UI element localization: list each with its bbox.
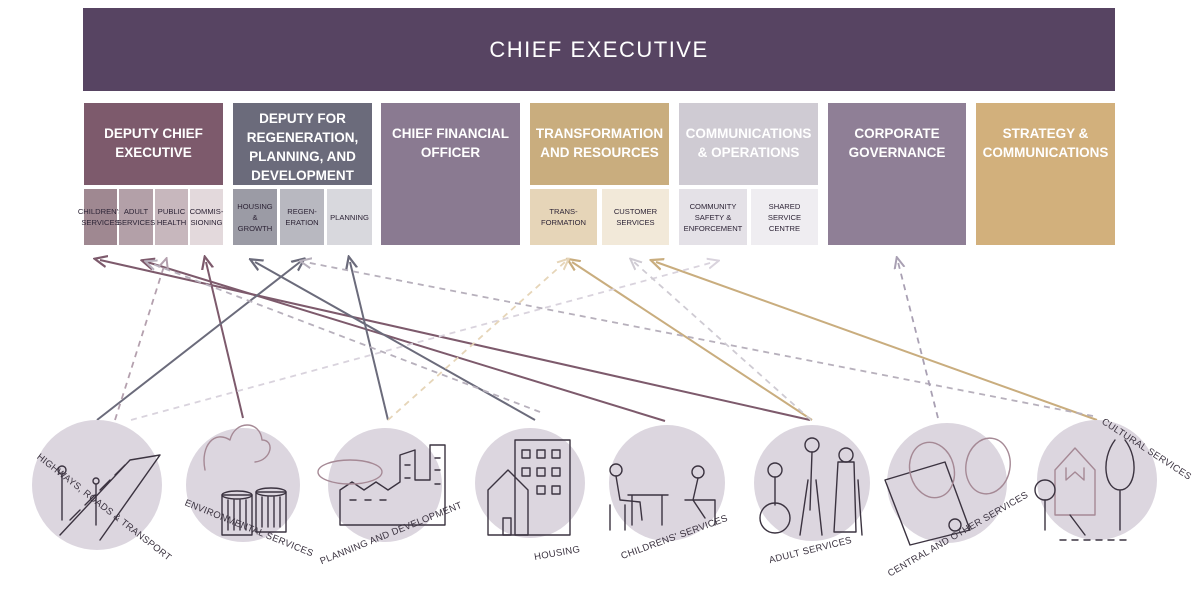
sub-childrens-services: CHILDREN'S SERVICES [78, 189, 123, 245]
dashed-arrows [114, 262, 1094, 421]
sub-commissioning: COMMIS-SIONING [190, 189, 223, 245]
dept-deputy-regen-label: DEPUTY FOR REGENERATION, PLANNING, AND D… [246, 111, 359, 183]
dept-cfo: CHIEF FINANCIAL OFFICER [381, 103, 520, 245]
sub-adult-services: ADULT SERVICES [116, 189, 156, 245]
sub-transformation: TRANS-FORMATION [530, 189, 597, 245]
sub-housing-growth: HOUSING & GROWTH [233, 189, 277, 245]
dept-comms-ops: COMMUNICATIONS & OPERATIONS [679, 103, 818, 185]
sub-label: REGEN-ERATION [285, 207, 319, 227]
dept-deputy-chief-label: DEPUTY CHIEF EXECUTIVE [104, 126, 203, 160]
city-icon [317, 444, 446, 526]
arrow-dashed [305, 262, 1094, 417]
classroom-icon [609, 463, 716, 531]
dept-transformation-label: TRANSFORMATION AND RESOURCES [535, 126, 664, 160]
sub-community-safety: COMMUNITY SAFETY & ENFORCEMENT [679, 189, 747, 245]
dept-strategy: STRATEGY & COMMUNICATIONS [976, 103, 1115, 245]
chief-executive-box: CHIEF EXECUTIVE [83, 8, 1115, 91]
arrow-solid [206, 262, 244, 419]
sub-label: CUSTOMER SERVICES [613, 207, 658, 227]
sub-shared-service-centre: SHARED SERVICE CENTRE [751, 189, 818, 245]
sub-label: CHILDREN'S SERVICES [77, 207, 124, 227]
circle-childrens [609, 425, 725, 541]
sub-customer-services: CUSTOMER SERVICES [602, 189, 669, 245]
circle-housing [475, 428, 585, 538]
arrow-solid [255, 262, 536, 421]
sub-label: TRANS-FORMATION [541, 207, 586, 227]
dept-transformation: TRANSFORMATION AND RESOURCES [530, 103, 669, 185]
sub-regeneration: REGEN-ERATION [280, 189, 324, 245]
dept-deputy-chief: DEPUTY CHIEF EXECUTIVE [84, 103, 223, 185]
arrow-solid [572, 262, 813, 421]
sub-label: COMMUNITY SAFETY & ENFORCEMENT [683, 201, 743, 233]
arrow-dashed [130, 262, 714, 421]
arrow-dashed [898, 262, 939, 419]
circle-adult [754, 425, 870, 541]
dept-governance-label: CORPORATE GOVERNANCE [848, 126, 946, 160]
circle-cultural [1037, 420, 1157, 540]
park-icon [1034, 439, 1135, 541]
arrow-solid [656, 262, 1098, 421]
arrow-solid [100, 260, 811, 421]
houses-icon [487, 439, 571, 536]
road-icon [57, 454, 161, 541]
circle-planning [328, 428, 442, 542]
arrow-solid [96, 262, 300, 421]
sub-label: PUBLIC HEALTH [156, 207, 187, 227]
arrow-solid [350, 262, 389, 421]
sub-public-health: PUBLIC HEALTH [155, 189, 188, 245]
dept-governance: CORPORATE GOVERNANCE [828, 103, 966, 245]
sub-label: COMMIS-SIONING [189, 207, 224, 227]
circle-highways [32, 420, 162, 550]
sub-label: SHARED SERVICE CENTRE [767, 201, 802, 233]
circle-environmental [186, 428, 300, 542]
chief-executive-label: CHIEF EXECUTIVE [489, 36, 709, 62]
circle-central [887, 423, 1007, 543]
sub-label: PLANNING [330, 212, 369, 222]
sub-label: ADULT SERVICES [116, 207, 156, 227]
dept-deputy-regen: DEPUTY FOR REGENERATION, PLANNING, AND D… [233, 103, 372, 185]
sub-label: HOUSING & GROWTH [237, 201, 273, 233]
solid-arrows [96, 260, 1098, 422]
arrow-dashed [387, 262, 565, 421]
bins-icon [203, 424, 287, 536]
dept-cfo-label: CHIEF FINANCIAL OFFICER [392, 126, 509, 160]
dept-comms-ops-label: COMMUNICATIONS & OPERATIONS [685, 126, 812, 160]
dept-strategy-label: STRATEGY & COMMUNICATIONS [982, 126, 1109, 160]
arrow-dashed [150, 263, 541, 413]
rings-icon [884, 437, 1011, 546]
arrow-solid [147, 262, 666, 422]
sub-planning: PLANNING [327, 189, 372, 245]
service-circles [32, 420, 1157, 550]
people-icon [759, 437, 863, 536]
arrow-dashed [114, 263, 165, 421]
